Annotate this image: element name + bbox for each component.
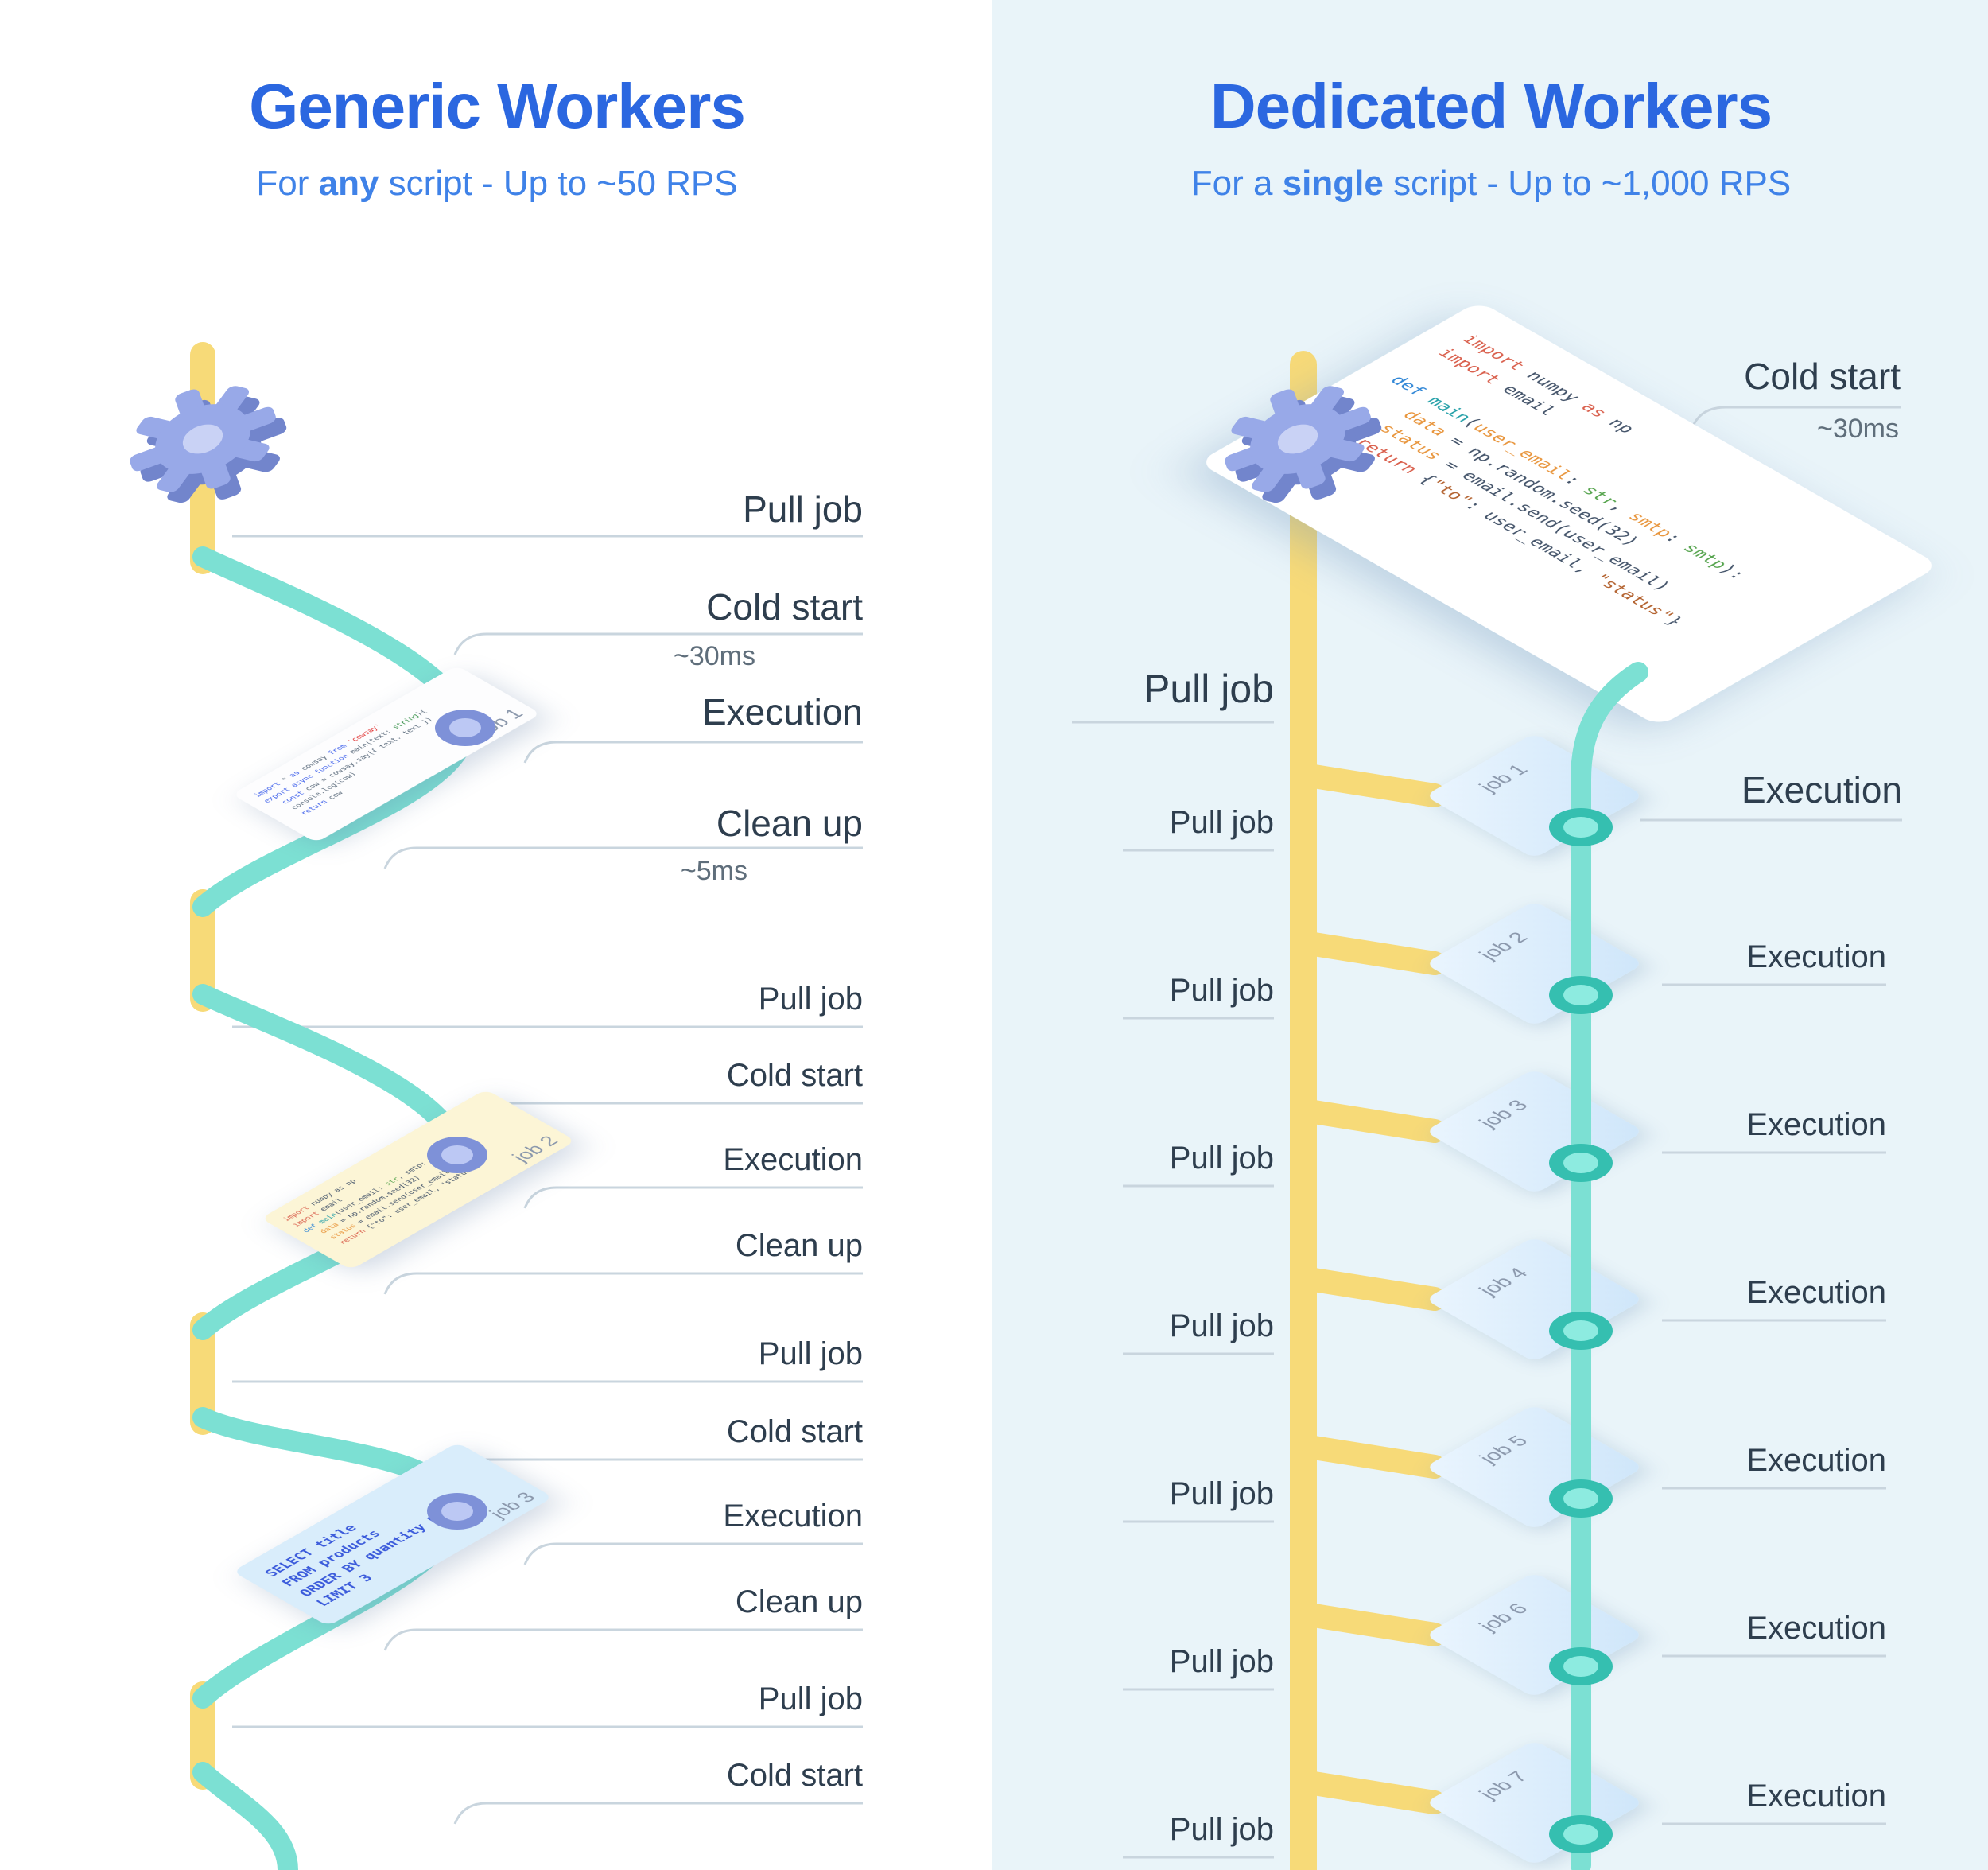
step-clean-up-1: Clean up	[716, 803, 863, 844]
step-clean-up-3: Clean up	[735, 1584, 863, 1619]
step-execution-3: Execution	[723, 1499, 863, 1534]
dedicated-workers-title: Dedicated Workers	[1209, 71, 1773, 142]
dedicated-pull-job-6: Pull job	[1169, 1476, 1274, 1511]
subtitle-text: script - Up to ~1,000 RPS	[1383, 164, 1792, 203]
step-pull-job-1: Pull job	[743, 488, 863, 530]
dedicated-pull-job-4: Pull job	[1169, 1141, 1274, 1176]
job-card-1-code: import * as cowsay from 'cowsay'export a…	[251, 708, 435, 817]
step-execution-1: Execution	[701, 691, 863, 733]
subtitle-text: For	[256, 164, 319, 203]
dedicated-pull-job-7: Pull job	[1169, 1644, 1274, 1679]
job-card-1: import * as cowsay from 'cowsay'export a…	[231, 665, 542, 843]
dedicated-pull-job-1: Pull job	[1143, 667, 1274, 711]
step-execution-2: Execution	[723, 1142, 863, 1177]
generic-workers-subtitle: For any script - Up to ~50 RPS	[0, 164, 994, 204]
subtitle-text: For a	[1190, 164, 1283, 203]
step-cold-start-2: Cold start	[726, 1058, 863, 1093]
dedicated-execution-5: Execution	[1746, 1443, 1886, 1478]
step-cold-start-3: Cold start	[726, 1414, 863, 1449]
clean-up-duration: ~5ms	[680, 856, 747, 886]
dedicated-cold-start-duration: ~30ms	[1817, 414, 1899, 444]
generic-worker-gear-icon	[114, 365, 303, 523]
dedicated-pull-job-5: Pull job	[1169, 1308, 1274, 1343]
dedicated-execution-3: Execution	[1746, 1107, 1886, 1142]
generic-workers-title: Generic Workers	[249, 71, 746, 142]
dedicated-pull-job-2: Pull job	[1169, 805, 1274, 840]
dedicated-cold-start-label: Cold start	[1744, 356, 1901, 397]
cold-start-duration: ~30ms	[674, 641, 755, 671]
subtitle-emphasis: single	[1282, 164, 1384, 203]
dedicated-pull-job-8: Pull job	[1169, 1812, 1274, 1847]
dedicated-execution-4: Execution	[1746, 1275, 1886, 1310]
step-cold-start-4: Cold start	[726, 1758, 863, 1793]
subtitle-emphasis: any	[318, 164, 379, 203]
dedicated-workers-subtitle: For a single script - Up to ~1,000 RPS	[994, 164, 1988, 204]
step-cold-start-1: Cold start	[706, 586, 863, 628]
generic-workers-header: Generic Workers For any script - Up to ~…	[0, 70, 994, 204]
subtitle-text: script - Up to ~50 RPS	[379, 164, 738, 203]
dedicated-execution-6: Execution	[1746, 1611, 1886, 1646]
step-pull-job-4: Pull job	[758, 1681, 863, 1716]
step-pull-job-2: Pull job	[758, 982, 863, 1017]
step-pull-job-3: Pull job	[758, 1336, 863, 1371]
dedicated-execution-2: Execution	[1746, 939, 1886, 974]
dedicated-execution-7: Execution	[1746, 1779, 1886, 1814]
dedicated-pull-job-3: Pull job	[1169, 973, 1274, 1008]
dedicated-workers-header: Dedicated Workers For a single script - …	[994, 70, 1988, 204]
step-clean-up-2: Clean up	[735, 1228, 863, 1263]
dedicated-execution-1: Execution	[1741, 769, 1902, 811]
